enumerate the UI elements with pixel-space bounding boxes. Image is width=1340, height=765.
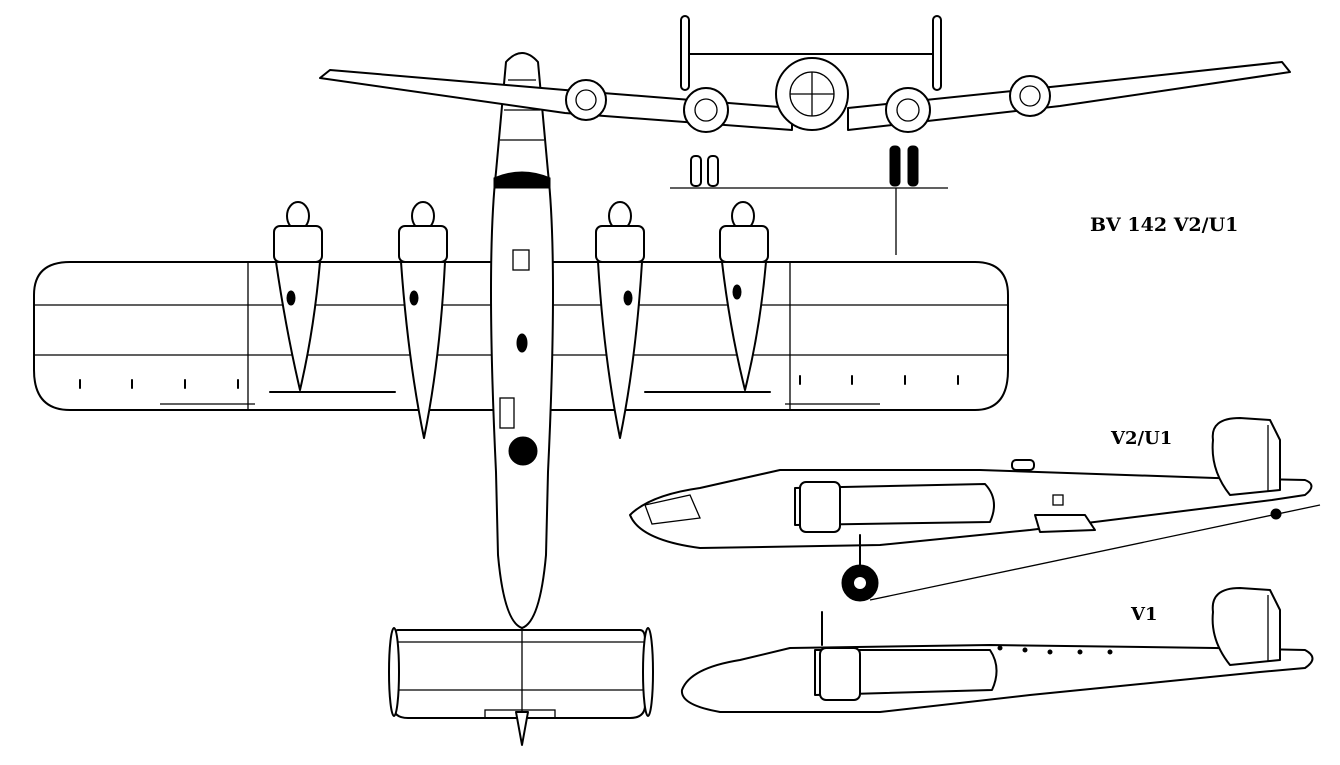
plan-nacelle-3 — [595, 201, 645, 439]
drawing-title: BV 142 V2/U1 — [1090, 214, 1239, 236]
side-view-v1 — [680, 587, 1314, 713]
front-left-wing — [319, 69, 793, 131]
front-tail — [680, 15, 942, 91]
front-engine-2 — [683, 87, 729, 133]
front-view — [319, 15, 1291, 255]
front-engine-3 — [885, 87, 931, 133]
front-fuselage — [775, 57, 849, 131]
plan-tailplane — [388, 627, 654, 719]
plan-fuselage — [490, 52, 554, 746]
side-view-label-v2u1: V2/U1 — [1111, 428, 1173, 449]
side-view-label-v1: V1 — [1131, 604, 1158, 625]
front-engine-4 — [1009, 75, 1051, 117]
plan-nacelle-4 — [719, 201, 769, 391]
plan-view — [33, 52, 1009, 746]
front-right-wing — [847, 61, 1291, 131]
plan-nacelle-2 — [398, 201, 448, 439]
side-view-v2u1 — [629, 417, 1321, 602]
plan-nacelle-1 — [273, 201, 323, 391]
front-engine-1 — [565, 79, 607, 121]
front-landing-gear — [670, 145, 948, 255]
